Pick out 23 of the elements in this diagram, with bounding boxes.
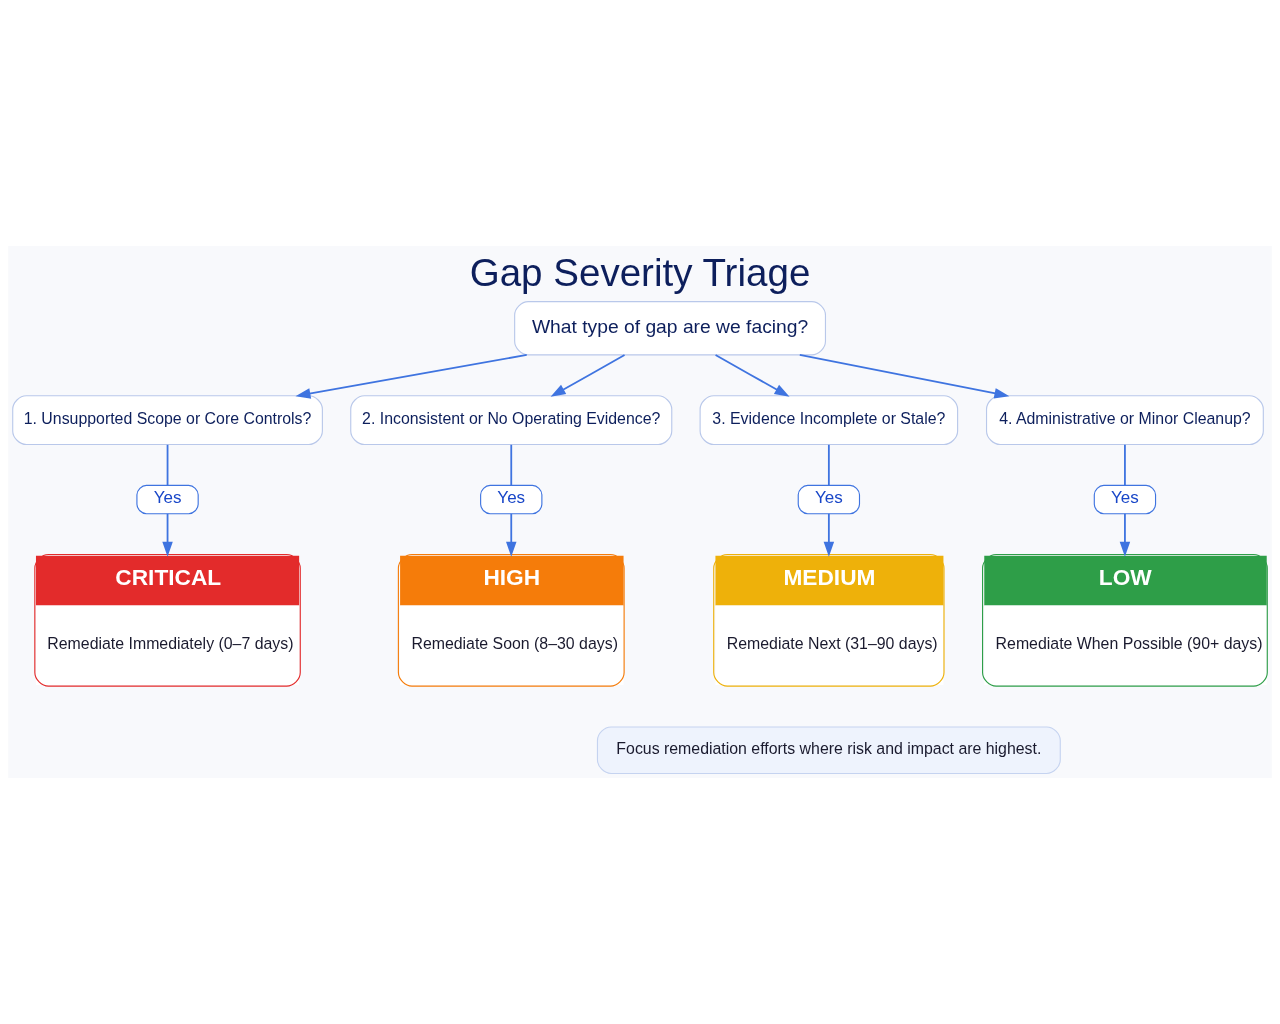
node-box: Yes	[480, 484, 543, 515]
arrow	[714, 354, 790, 397]
node-box: What type of gap are we facing?	[514, 301, 827, 356]
arrow	[506, 512, 517, 557]
node-box: Yes	[797, 484, 861, 515]
node-box: Yes	[136, 484, 199, 515]
connector	[510, 443, 513, 487]
arrow	[295, 354, 528, 399]
arrow	[1119, 512, 1131, 557]
node-box: 1. Unsupported Scope or Core Controls?	[12, 395, 323, 446]
node-box: 2. Inconsistent or No Operating Evidence?	[350, 395, 673, 446]
connector	[166, 443, 169, 487]
arrow	[550, 354, 626, 397]
arrow	[823, 512, 835, 557]
connector	[1124, 443, 1126, 487]
connector	[827, 443, 830, 487]
node-box: Yes	[1093, 484, 1157, 515]
node-box: 3. Evidence Incomplete or Stale?	[699, 395, 959, 446]
node-box: 4. Administrative or Minor Cleanup?	[985, 395, 1264, 446]
arrow	[798, 354, 1010, 399]
diagram-title: Gap Severity Triage	[469, 250, 811, 294]
node-box: Focus remediation efforts where risk and impact are highest.	[596, 726, 1061, 775]
arrow	[162, 512, 173, 557]
